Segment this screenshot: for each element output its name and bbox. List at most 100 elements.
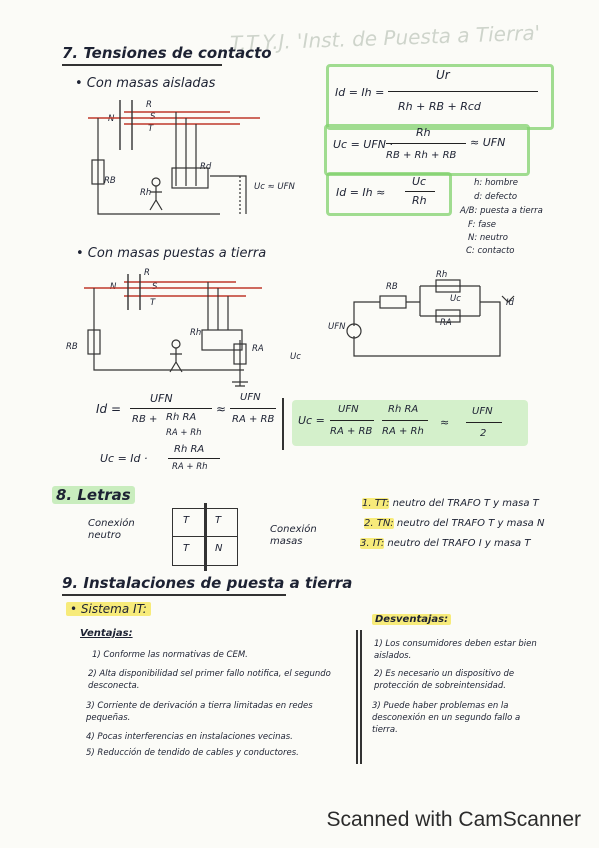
formula-id2-den: Rh: [412, 194, 427, 207]
section7-underline: [62, 64, 222, 66]
formula-b-den1b: Rh RA: [166, 412, 197, 423]
label-Uc-a: Uc ≈ UFN: [254, 182, 295, 192]
formula-b-uc2-approx: ≈: [440, 416, 450, 429]
formula-b-uc2-d3: 2: [480, 428, 487, 439]
formula-box-id: [326, 64, 554, 130]
grid-cell-3: N: [215, 543, 223, 554]
adv-4: 5) Reducción de tendido de cables y cond…: [86, 748, 299, 758]
section7-sub-b: • Con masas puestas a tierra: [76, 246, 267, 261]
formula-b-den2: RA + RB: [232, 414, 275, 425]
label-S-a: S: [150, 112, 156, 122]
grid-cell-0: T: [183, 515, 190, 526]
fraction-bar: [168, 458, 220, 459]
label-Rd-a: Rd: [200, 162, 212, 172]
label-UFN-eq: UFN: [328, 322, 346, 332]
formula-b-approx: ≈: [216, 402, 227, 416]
label-Id-eq: Id: [506, 298, 514, 308]
formula-uc-rhs: ≈ UFN: [470, 136, 506, 149]
formula-b-uc2-d2: RA + Rh: [382, 426, 424, 437]
letters-item-2: 3. IT: neutro del TRAFO I y masa T: [360, 538, 530, 549]
adv-3: 4) Pocas interferencias en instalaciones…: [86, 732, 293, 742]
label-RA-b: RA: [252, 344, 264, 354]
column-divider: [356, 630, 358, 764]
formula-id2-num: Uc: [412, 175, 427, 188]
formula-uc-den: RB + Rh + RB: [386, 150, 457, 161]
label-Rh-b: Rh: [190, 328, 202, 338]
legend-4: N: neutro: [468, 233, 508, 243]
section7-title: 7. Tensiones de contacto: [62, 44, 272, 62]
formula-id-num: Ur: [436, 68, 450, 82]
formula-uc-num: Rh: [416, 126, 431, 139]
fraction-bar: [386, 143, 466, 144]
label-RB-eq: RB: [386, 282, 398, 292]
dis-0: 1) Los consumidores deben estar bien ais…: [374, 639, 537, 661]
formula-b-num1: UFN: [150, 392, 173, 405]
text-IT: neutro del TRAFO I y masa T: [387, 538, 531, 549]
formula-b-uc2-lhs: Uc =: [298, 414, 325, 427]
formula-b-uc-num: Rh RA: [174, 444, 205, 455]
legend-1: d: defecto: [474, 192, 518, 202]
adv-1: 2) Alta disponibilidad sel primer fallo …: [88, 669, 331, 691]
label-Rh-a: Rh: [140, 188, 152, 198]
adv-2: 3) Corriente de derivación a tierra limi…: [86, 701, 313, 723]
label-R-a: R: [146, 100, 152, 110]
formula-id-lhs: Id = Ih =: [335, 86, 385, 99]
fraction-bar: [230, 408, 276, 409]
legend-0: h: hombre: [474, 178, 518, 188]
formula-b-den1c: RA + Rh: [166, 428, 202, 438]
letters-grid: T T T N: [172, 503, 238, 571]
formula-b-uc2-n1: UFN: [338, 404, 359, 415]
label-Uc-eq: Uc: [450, 294, 461, 304]
section8-left-label: Conexión neutro: [88, 518, 135, 541]
formula-box-id2: [326, 172, 452, 216]
column-divider: [360, 630, 362, 764]
letters-item-0: 1. TT: neutro del TRAFO T y masa T: [362, 498, 539, 509]
letters-item-1: 2. TN: neutro del TRAFO T y masa N: [364, 518, 544, 529]
formula-b-id: Id =: [96, 402, 122, 416]
dis-2: 3) Puede haber problemas en la desconexi…: [372, 701, 521, 735]
dis-1: 2) Es necesario un dispositivo de protec…: [374, 669, 515, 691]
label-R-b: R: [144, 268, 150, 278]
label-Uc-b: Uc: [290, 352, 301, 362]
fraction-bar: [405, 191, 435, 192]
section9-underline: [62, 594, 286, 596]
fraction-bar: [466, 422, 502, 423]
section7-sub-a: • Con masas aisladas: [75, 76, 216, 91]
code-TT: 1. TT:: [362, 498, 390, 509]
code-IT: 3. IT:: [360, 538, 385, 549]
legend-2: A/B: puesta a tierra: [460, 206, 543, 216]
circuit-b: [87, 282, 248, 387]
label-RB-b: RB: [66, 342, 78, 352]
formula-b-uc2-n2: Rh RA: [388, 404, 419, 415]
formula-b-uc-den: RA + Rh: [172, 462, 208, 472]
label-Rh-eq: Rh: [436, 270, 448, 280]
footer-text: Scanned with CamScanner: [326, 808, 581, 831]
section8-title: 8. Letras: [52, 486, 135, 504]
formula-b-uc2-box: [292, 400, 528, 446]
circuit-a: [91, 112, 247, 215]
camscanner-footer: Scanned with CamScanner: [0, 808, 599, 832]
equivalent-circuit: [346, 279, 515, 357]
grid-cell-1: T: [215, 515, 222, 526]
label-RB-a: RB: [104, 176, 116, 186]
label-S-b: S: [152, 282, 158, 292]
code-TN: 2. TN:: [364, 518, 394, 529]
formula-uc-lhs: Uc = UFN ·: [333, 138, 393, 151]
formula-b-den1a: RB +: [132, 414, 158, 425]
fraction-bar: [388, 91, 538, 92]
fraction-bar: [382, 420, 428, 421]
label-N-a: N: [108, 114, 115, 124]
label-RA-eq: RA: [440, 318, 452, 328]
formula-b-num2: UFN: [240, 392, 261, 403]
formula-b-uc2-n3: UFN: [472, 406, 493, 417]
label-N-b: N: [110, 282, 117, 292]
grid-cell-2: T: [183, 543, 190, 554]
section9-title: 9. Instalaciones de puesta a tierra: [62, 574, 353, 592]
formula-id2-lhs: Id = Ih ≈: [336, 186, 386, 199]
section9-system: • Sistema IT:: [66, 602, 151, 616]
adv-title: Ventajas:: [80, 628, 133, 639]
fraction-bar: [130, 408, 212, 409]
formula-id-den: Rh + RB + Rcd: [398, 100, 481, 113]
dis-title: Desventajas:: [372, 614, 452, 625]
label-T-b: T: [150, 298, 156, 308]
